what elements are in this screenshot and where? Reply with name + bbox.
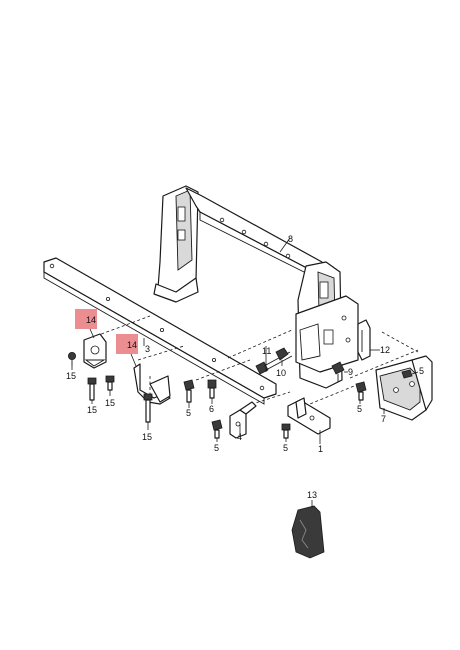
bolt-part-5-b	[211, 419, 223, 439]
callout-5-b: 5	[214, 443, 219, 453]
highlight-box-14-right	[116, 334, 138, 354]
bolt-part-6	[207, 379, 217, 399]
lower-bracket-part-1	[287, 397, 331, 435]
callout-8: 8	[288, 234, 293, 244]
callout-leader-lines	[71, 237, 419, 508]
insulation-pad-part-13	[291, 505, 325, 559]
callout-11: 11	[262, 346, 271, 356]
assembly-guide-lines	[95, 315, 419, 409]
bolt-part-15-c	[105, 375, 115, 391]
callout-14-left: 14	[86, 315, 96, 325]
nut-part-9	[331, 361, 345, 382]
carrier-frame-part-8	[153, 185, 359, 389]
holder-bracket-part-14-left	[83, 333, 107, 369]
cross-member-part-3	[43, 257, 277, 405]
callout-14-right: 14	[127, 340, 137, 350]
angle-bracket-part-4	[229, 401, 257, 439]
callout-9: 9	[348, 367, 353, 377]
bolt-part-15-d	[143, 393, 153, 423]
callout-5-a: 5	[186, 408, 191, 418]
callout-15-d: 15	[142, 432, 152, 442]
bolt-part-5-a	[183, 379, 195, 403]
bolt-part-15-a	[68, 351, 77, 366]
callout-5-d: 5	[419, 366, 424, 376]
callout-4: 4	[237, 432, 242, 442]
side-bracket-part-7	[375, 355, 433, 421]
callout-10: 10	[276, 368, 286, 378]
callout-6: 6	[209, 404, 214, 414]
bolt-part-5-c	[281, 423, 291, 439]
callout-5-e: 5	[357, 404, 362, 414]
bolt-part-15-b	[87, 377, 97, 401]
callout-15-b: 15	[87, 405, 97, 415]
nut-part-10	[275, 347, 289, 361]
callout-15-c: 15	[105, 398, 115, 408]
callout-5-c: 5	[283, 443, 288, 453]
clip-part-12	[357, 319, 371, 361]
holder-bracket-part-14-right	[133, 363, 171, 405]
callout-3: 3	[145, 344, 150, 354]
bolt-part-5-e	[355, 381, 367, 401]
callout-1: 1	[318, 444, 323, 454]
callout-7: 7	[381, 414, 386, 424]
callout-13: 13	[307, 490, 317, 500]
callout-labels: 14 14 3 15 15 15 15 5 6 5 4 11 10 1 5 9 …	[66, 234, 424, 500]
bolt-part-5-d	[401, 369, 413, 379]
highlight-box-14-left	[75, 309, 97, 329]
callout-12: 12	[380, 345, 390, 355]
callout-15-a: 15	[66, 371, 76, 381]
